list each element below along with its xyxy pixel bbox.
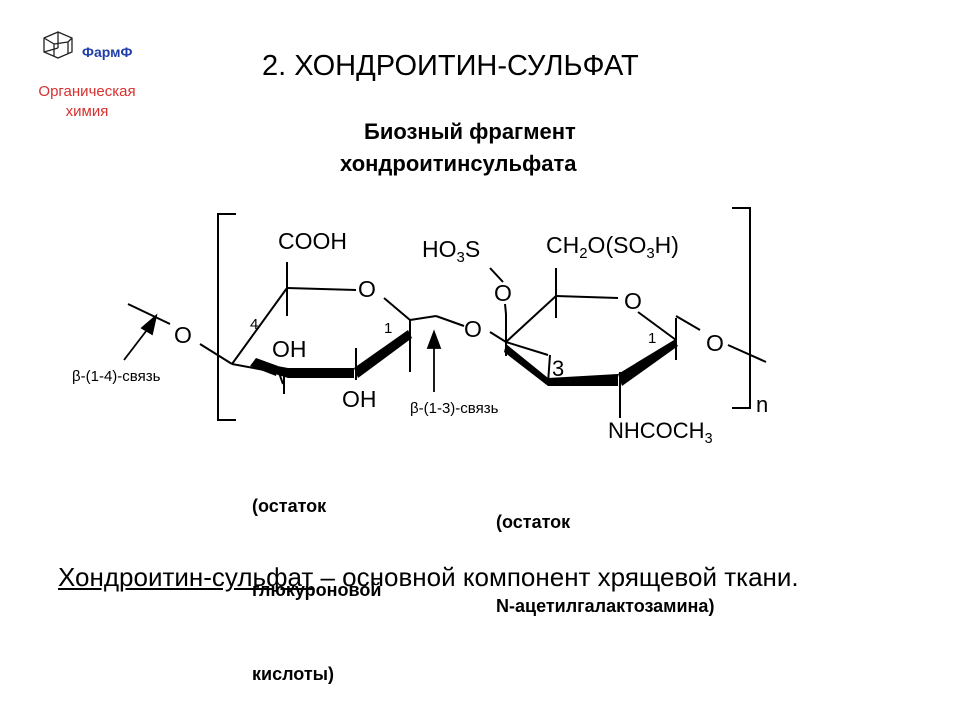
footer-term: Хондроитин-сульфат — [58, 562, 314, 592]
residue-galactosamine-line2: N-ацетилгалактозамина) — [496, 596, 715, 616]
ring2-position-3: 3 — [552, 356, 565, 381]
ch2-paren-close: ) — [671, 232, 679, 258]
ring1-oh-lower: OH — [342, 386, 377, 412]
link-beta-1-3: β-(1-3)-связь — [410, 400, 499, 417]
nhcoch3-label: NHCOCH3 — [608, 418, 713, 447]
ring1-position-1: 1 — [384, 320, 393, 337]
nhcoch-text: NHCOCH — [608, 418, 705, 443]
diagram-subtitle: Биозный фрагмент хондроитинсульфата — [340, 116, 577, 180]
diagram-subtitle-line1: Биозный фрагмент — [364, 119, 576, 144]
ch2-o: O — [587, 232, 606, 258]
ch2-so-sub: 3 — [646, 245, 655, 263]
adamantane-icon — [43, 31, 73, 59]
cooh-label: COOH — [278, 228, 347, 254]
logo-subtitle-line2: химия — [65, 103, 109, 120]
ch2-paren-open: ( — [605, 232, 614, 258]
ring1-oh-upper: OH — [272, 336, 307, 362]
bold-bond-ring1-bottom — [272, 365, 354, 378]
right-glycosidic-oxygen: O — [706, 330, 724, 356]
logo-subtitle: Органическая химия — [22, 82, 152, 122]
left-glycosidic-oxygen: O — [174, 322, 192, 348]
residue-glucuronic-line1: (остаток — [252, 496, 327, 516]
sulfate-ho: HO — [422, 236, 457, 262]
footer-text: Хондроитин-сульфат – основной компонент … — [58, 558, 898, 596]
ch2-ch: CH — [546, 232, 580, 258]
ch2-sulfate-label: CH2O(SO3H) — [546, 232, 679, 263]
wedge-ring2-left — [504, 344, 548, 386]
diagram-subtitle-line2: хондроитинсульфата — [340, 151, 577, 176]
sulfate-ester-oxygen: O — [494, 280, 512, 306]
sulfate-s: S — [464, 236, 481, 262]
sulfate-group-label: HO3S — [422, 236, 481, 267]
right-bracket — [732, 207, 751, 409]
link-beta-1-4: β-(1-4)-связь — [72, 368, 161, 385]
logo-subtitle-line1: Органическая — [38, 83, 136, 100]
footer-rest: – основной компонент хрящевой ткани. — [313, 562, 799, 592]
ch2-so: SO — [613, 232, 647, 258]
residue-glucuronic: (остаток глюкуроновой кислоты) — [252, 436, 381, 716]
residue-galactosamine-line1: (остаток — [496, 512, 571, 532]
ring1-oxygen: O — [358, 276, 376, 302]
ring1-position-4: 4 — [250, 316, 259, 333]
residue-glucuronic-line3: кислоты) — [252, 664, 335, 684]
nhcoch-sub: 3 — [704, 431, 713, 447]
logo-brand: ФармФ — [82, 44, 133, 60]
slide-title: 2. ХОНДРОИТИН-СУЛЬФАТ — [262, 50, 639, 82]
wedge-ring1-right — [354, 330, 412, 378]
wedge-ring1-left — [250, 358, 278, 376]
sulfate-sub: 3 — [456, 249, 465, 267]
ring2-position-1: 1 — [648, 330, 657, 347]
repeat-unit-n: n — [756, 392, 769, 417]
bridge-glycosidic-oxygen: O — [464, 316, 482, 342]
bold-bond-ring2-bottom — [548, 374, 618, 386]
wedge-ring2-right — [618, 340, 678, 386]
ring2-oxygen: O — [624, 288, 642, 314]
left-bracket — [217, 213, 236, 421]
residue-galactosamine: (остаток N-ацетилгалактозамина) — [496, 452, 714, 648]
residue-glucuronic-line2: глюкуроновой — [252, 580, 382, 600]
ch2-sub: 2 — [579, 245, 588, 263]
ch2-h: H — [654, 232, 672, 258]
